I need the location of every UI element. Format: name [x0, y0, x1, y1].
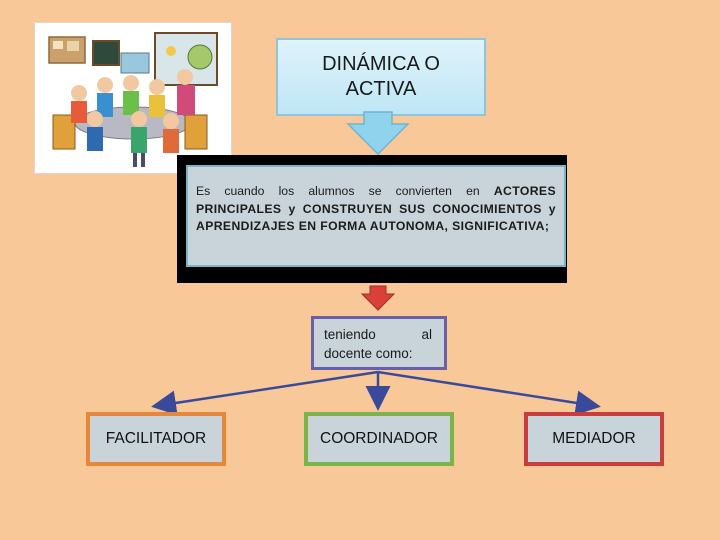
definition-box: Es cuando los alumnos se convierten en A… — [177, 155, 567, 283]
role-label-facilitador: FACILITADOR — [105, 430, 207, 447]
role-label-mediador: MEDIADOR — [552, 430, 636, 447]
role-box-facilitador: FACILITADOR — [86, 412, 226, 466]
definition-lead: Es cuando los alumnos se convierten en — [196, 184, 494, 198]
red-down-arrow — [360, 285, 396, 311]
connector-text: teniendo al docente como: — [324, 327, 432, 361]
blue-down-arrow — [346, 111, 410, 156]
role-box-mediador: MEDIADOR — [524, 412, 664, 466]
title-box: DINÁMICA O ACTIVA — [276, 38, 486, 116]
role-box-coordinador: COORDINADOR — [304, 412, 454, 466]
classroom-illustration — [34, 22, 232, 174]
definition-text: Es cuando los alumnos se convierten en A… — [196, 183, 556, 236]
connector-box: teniendo al docente como: — [311, 316, 447, 370]
branch-line-facilitador — [151, 370, 379, 416]
title-text: DINÁMICA O ACTIVA — [322, 53, 440, 100]
definition-bold: ACTORES PRINCIPALES y CONSTRUYEN SUS CON… — [196, 184, 556, 233]
role-label-coordinador: COORDINADOR — [320, 430, 438, 447]
branch-line-mediador — [377, 370, 601, 416]
definition-panel: Es cuando los alumnos se convierten en A… — [186, 165, 566, 267]
